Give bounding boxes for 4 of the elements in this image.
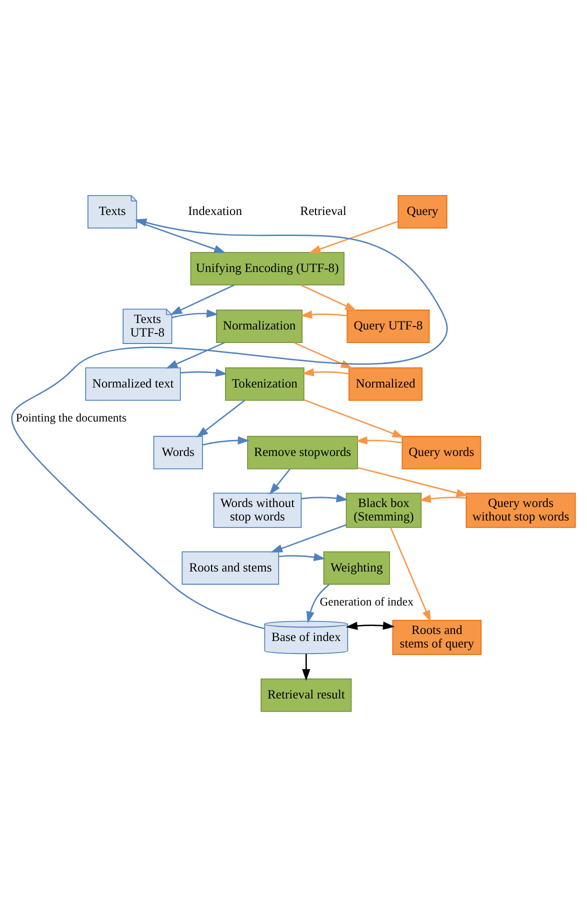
label: Retrieval (300, 204, 346, 218)
edge-label: Generation of index (320, 594, 414, 608)
label: Indexation (188, 204, 242, 218)
edge-label: Pointing the documents (16, 410, 127, 424)
